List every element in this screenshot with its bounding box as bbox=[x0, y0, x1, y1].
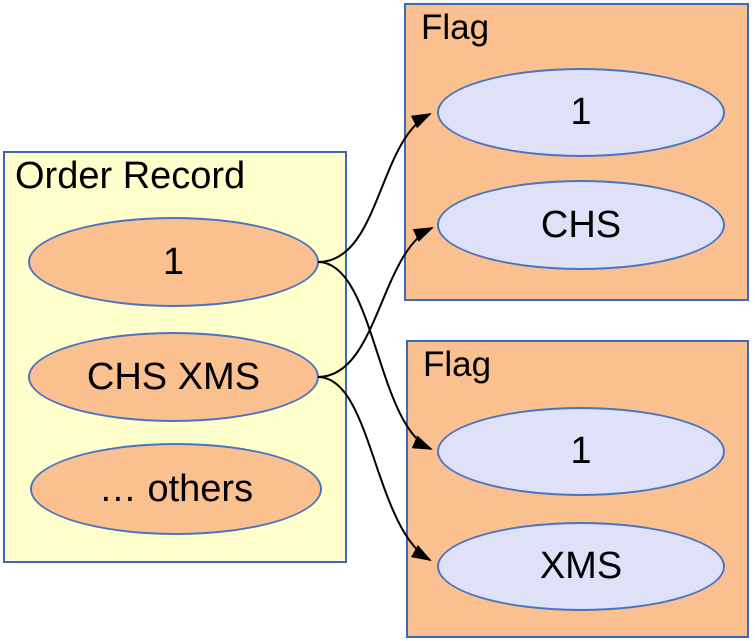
order-record-field-1-label: 1 bbox=[162, 240, 185, 283]
flag-bottom-field-xms-label: XMS bbox=[539, 545, 623, 587]
order-record-field-others: … others bbox=[30, 443, 322, 535]
flag-bottom-field-1-label: 1 bbox=[570, 430, 592, 472]
order-record-field-others-label: … others bbox=[98, 467, 254, 510]
order-record-box: Order Record 1 CHS XMS … others bbox=[3, 151, 347, 563]
flag-bottom-field-1: 1 bbox=[437, 407, 725, 496]
flag-top-field-chs: CHS bbox=[437, 180, 725, 270]
flag-box-top: Flag 1 CHS bbox=[404, 3, 749, 301]
flag-top-field-chs-label: CHS bbox=[540, 203, 622, 246]
flag-box-top-title: Flag bbox=[421, 8, 490, 47]
order-record-field-1: 1 bbox=[28, 217, 319, 307]
order-record-title: Order Record bbox=[15, 155, 246, 197]
flag-top-field-1: 1 bbox=[437, 68, 725, 157]
order-record-field-chs-xms: CHS XMS bbox=[28, 332, 319, 422]
flag-bottom-field-xms: XMS bbox=[437, 522, 725, 611]
flag-top-field-1-label: 1 bbox=[570, 91, 592, 133]
flag-box-bottom: Flag 1 XMS bbox=[406, 340, 749, 638]
flag-box-bottom-title: Flag bbox=[423, 345, 492, 384]
order-record-field-chs-xms-label: CHS XMS bbox=[86, 355, 261, 398]
